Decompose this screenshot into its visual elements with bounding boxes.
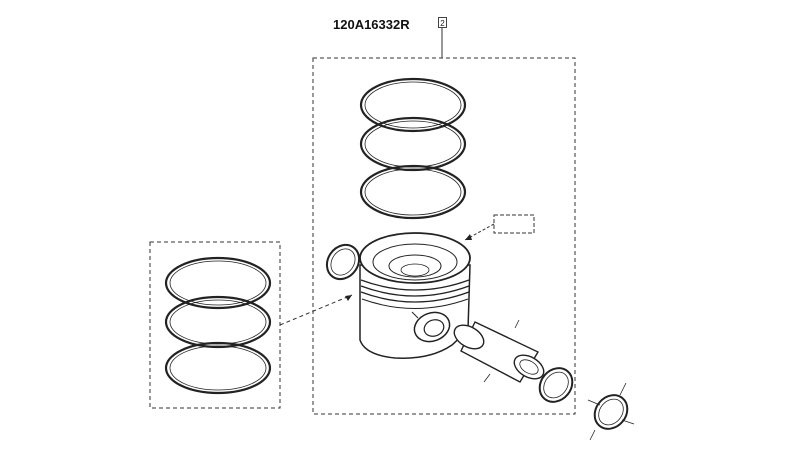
piston-ring-set-left — [164, 256, 272, 395]
callout-box: 2 — [438, 17, 447, 28]
label-arrowhead — [465, 234, 472, 240]
circlip-left — [325, 243, 361, 281]
piston-kit-box — [312, 57, 576, 415]
ring-link-line — [279, 294, 353, 326]
piston-pin — [453, 319, 545, 383]
circlip-outside — [587, 382, 635, 441]
piston — [359, 232, 471, 359]
part-number-label: 120A16332R — [333, 17, 410, 32]
ring-link-arrowhead — [345, 295, 352, 301]
piston-ring-set-top — [359, 77, 467, 220]
empty-label-box — [493, 214, 535, 234]
circlip-right — [538, 367, 574, 403]
